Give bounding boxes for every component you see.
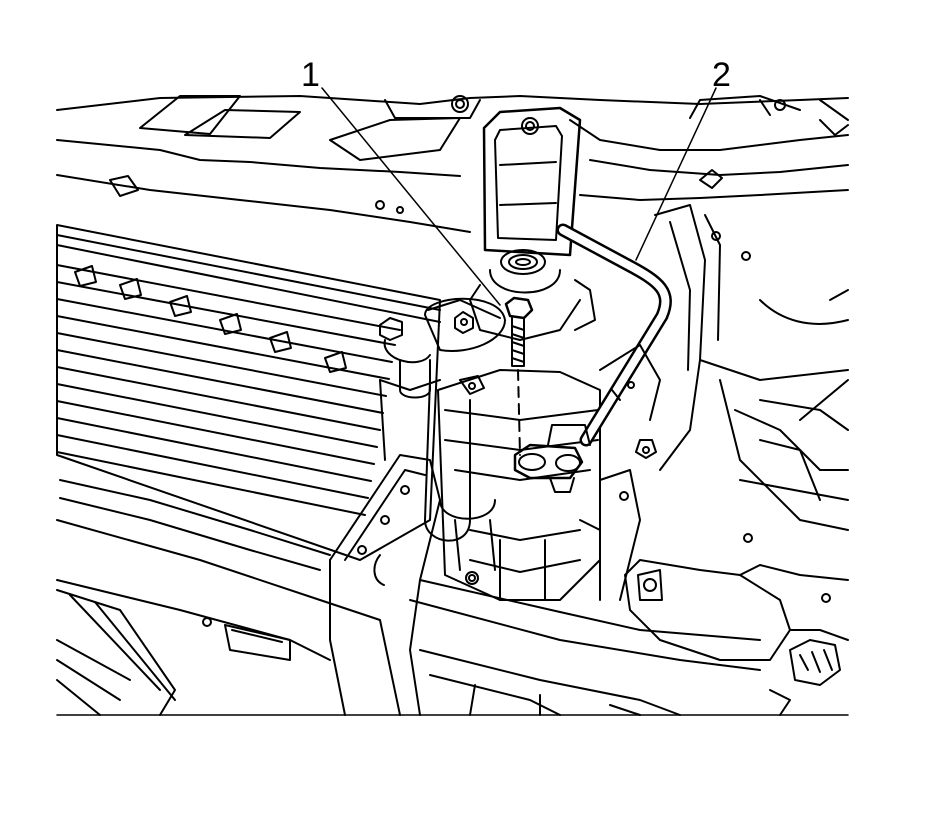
lower-grille [56,519,849,716]
reservoir-assembly [424,106,601,601]
left-mount-bracket [379,297,506,461]
hose [513,87,717,493]
radiator [56,224,441,571]
upper-body-structure [56,95,849,233]
misc-details [579,344,661,601]
callout-label-2: 2 [712,56,731,94]
bolt [321,87,534,456]
callout-label-1: 1 [301,56,320,94]
right-body-structure [624,204,849,716]
